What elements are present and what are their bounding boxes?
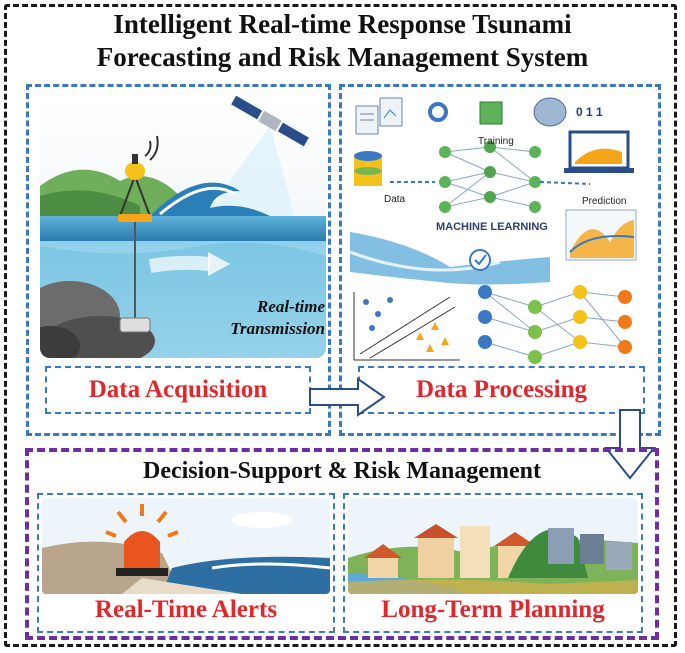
alerts-illustration (42, 498, 330, 594)
real-time-alerts-label: Real-Time Alerts (94, 596, 278, 623)
data-acquisition-panel (26, 84, 331, 436)
gear-icon (428, 102, 448, 122)
processing-illustration: Training Data Prediction MACHINE LEARNIN… (350, 92, 652, 364)
ocean-scene-graphic (40, 96, 326, 358)
decision-support-panel (25, 448, 659, 640)
decision-support-title: Decision-Support & Risk Management (142, 458, 541, 484)
machine-learning-text: MACHINE LEARNING (436, 221, 548, 233)
alert-siren-graphic (42, 498, 330, 594)
realtime-transmission-text: Real-time Transmission (195, 296, 325, 340)
transmission-line-1: Real-time (257, 297, 325, 316)
satellite-icon (231, 96, 309, 147)
acquisition-illustration (40, 96, 326, 358)
data-acquisition-label: Data Acquisition (45, 366, 311, 414)
siren-icon (124, 531, 160, 570)
robot-head-icon (533, 97, 567, 127)
data-processing-panel (339, 84, 661, 436)
binary-text: 0 1 1 (576, 105, 603, 119)
chip-icon (479, 101, 503, 125)
diagram-title: Intelligent Real-time Response Tsunami F… (10, 8, 675, 74)
town-graphic (348, 498, 638, 594)
machine-learning-graphic: Training Data Prediction MACHINE LEARNIN… (350, 92, 652, 364)
long-term-planning-box (343, 493, 643, 633)
scatter-plot-graphic (353, 292, 460, 361)
bottom-neural-network (478, 285, 632, 364)
top-neural-network (439, 141, 541, 213)
prediction-text: Prediction (582, 196, 626, 207)
check-icon (469, 249, 491, 271)
title-line-2: Forecasting and Risk Management System (96, 42, 589, 72)
data-processing-label: Data Processing (358, 366, 645, 414)
training-text: Training (478, 136, 514, 147)
title-line-1: Intelligent Real-time Response Tsunami (113, 9, 572, 39)
transmission-line-2: Transmission (230, 319, 325, 338)
arrow-acquisition-to-processing (309, 377, 386, 417)
data-text: Data (384, 194, 406, 205)
planning-illustration (348, 498, 638, 594)
outer-frame (4, 4, 677, 647)
real-time-alerts-box (37, 493, 335, 633)
long-term-planning-label: Long-Term Planning (381, 596, 605, 623)
